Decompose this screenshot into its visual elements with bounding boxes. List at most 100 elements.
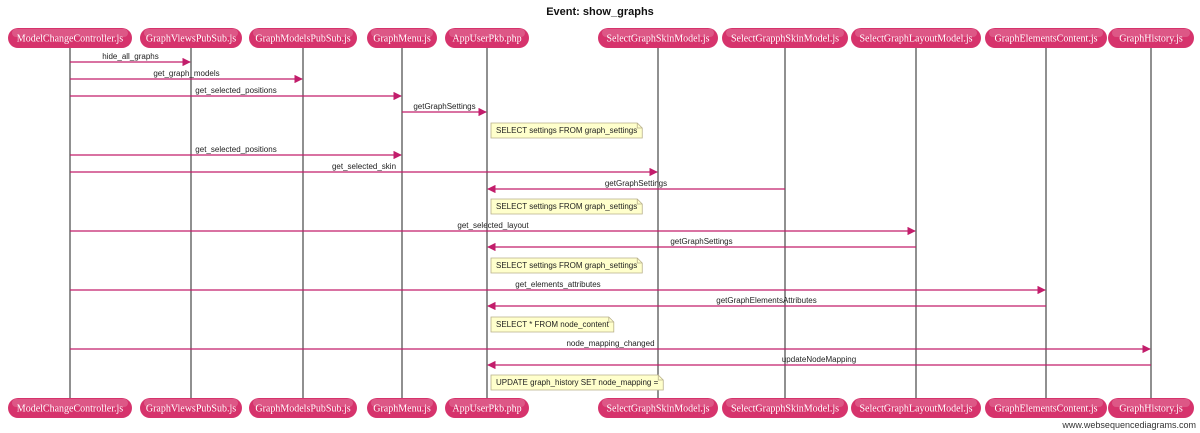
- note-label: UPDATE graph_history SET node_mapping =: [496, 378, 659, 387]
- actor-box: [445, 28, 529, 48]
- message-13: get_elements_attributes: [70, 280, 1046, 295]
- note-label: SELECT settings FROM graph_settings: [496, 261, 637, 270]
- actor-gmp-bottom: GraphModelsPubSub.js: [249, 398, 357, 418]
- actor-box: [598, 28, 718, 48]
- message-label: get_elements_attributes: [515, 280, 600, 289]
- message-2: get_graph_models: [70, 69, 303, 84]
- actor-gmp-top: GraphModelsPubSub.js: [249, 28, 357, 48]
- actor-box: [1108, 28, 1194, 48]
- note-18: UPDATE graph_history SET node_mapping =: [490, 374, 664, 391]
- actor-box: [851, 28, 981, 48]
- steps: hide_all_graphs get_graph_models get_selec…: [70, 52, 1151, 391]
- actor-gloss: [1112, 29, 1190, 37]
- actor-box: [367, 28, 437, 48]
- message-10: get_selected_layout: [70, 221, 916, 236]
- actor-label: SelectGrapphSkinModel.js: [731, 404, 839, 415]
- actor-gec-top: GraphElementsContent.js: [985, 28, 1107, 48]
- actor-box: [445, 398, 529, 418]
- message-label: get_selected_positions: [195, 145, 276, 154]
- actor-gvp-bottom: GraphViewsPubSub.js: [140, 398, 242, 418]
- actor-label: GraphHistory.js: [1119, 34, 1183, 45]
- actor-label: GraphViewsPubSub.js: [146, 404, 236, 415]
- message-3: get_selected_positions: [70, 86, 402, 101]
- note-box: [490, 198, 643, 215]
- actor-gloss: [12, 399, 128, 407]
- actor-gloss: [12, 29, 128, 37]
- actor-box: [140, 398, 242, 418]
- actor-gloss: [144, 399, 238, 407]
- actor-box: [249, 398, 357, 418]
- message-1: hide_all_graphs: [70, 52, 191, 67]
- actor-label: GraphModelsPubSub.js: [255, 34, 350, 45]
- actor-gloss: [602, 399, 714, 407]
- actor-sgs-top: SelectGraphSkinModel.js: [598, 28, 718, 48]
- actor-box: [8, 398, 132, 418]
- message-label: get_graph_models: [153, 69, 219, 78]
- message-label: get_selected_layout: [457, 221, 529, 230]
- actor-gloss: [371, 399, 433, 407]
- note-15: SELECT * FROM node_content: [490, 316, 615, 333]
- actor-gloss: [449, 29, 525, 37]
- actor-gloss: [144, 29, 238, 37]
- message-label: get_selected_skin: [332, 162, 396, 171]
- actor-label: SelectGraphLayoutModel.js: [859, 34, 972, 45]
- actor-label: GraphHistory.js: [1119, 404, 1183, 415]
- note-box: [490, 122, 643, 139]
- message-label: getGraphElementsAttributes: [716, 296, 817, 305]
- actor-sgps-bottom: SelectGrapphSkinModel.js: [722, 398, 848, 418]
- note-fold: [636, 258, 643, 264]
- actor-box: [367, 398, 437, 418]
- actor-label: GraphElementsContent.js: [994, 404, 1097, 415]
- actor-label: SelectGraphLayoutModel.js: [859, 404, 972, 415]
- actor-label: ModelChangeController.js: [17, 34, 123, 45]
- message-label: updateNodeMapping: [782, 355, 856, 364]
- actor-gvp-top: GraphViewsPubSub.js: [140, 28, 242, 48]
- note-label: SELECT * FROM node_content: [496, 320, 610, 329]
- actor-gloss: [726, 29, 844, 37]
- message-label: hide_all_graphs: [102, 52, 159, 61]
- message-7: get_selected_skin: [70, 162, 658, 177]
- actor-label: SelectGraphSkinModel.js: [606, 34, 709, 45]
- actor-box: [722, 398, 848, 418]
- message-label: getGraphSettings: [670, 237, 732, 246]
- note-fold: [608, 317, 614, 323]
- actor-box: [985, 28, 1107, 48]
- actor-gm-top: GraphMenu.js: [367, 28, 437, 48]
- actor-gloss: [989, 399, 1103, 407]
- actor-sgps-top: SelectGrapphSkinModel.js: [722, 28, 848, 48]
- actors-top: ModelChangeController.js GraphViewsPubSub…: [8, 28, 1194, 48]
- message-4: getGraphSettings: [402, 102, 487, 117]
- actor-label: GraphElementsContent.js: [994, 34, 1097, 45]
- note-box: [490, 257, 643, 274]
- message-label: node_mapping_changed: [566, 339, 654, 348]
- actor-gloss: [989, 29, 1103, 37]
- actor-box: [598, 398, 718, 418]
- note-box: [490, 374, 664, 391]
- actor-gh-top: GraphHistory.js: [1108, 28, 1194, 48]
- message-16: node_mapping_changed: [70, 339, 1151, 354]
- actor-gloss: [855, 29, 977, 37]
- lifelines: [69, 48, 1152, 398]
- message-label: get_selected_positions: [195, 86, 276, 95]
- actor-gloss: [253, 29, 353, 37]
- note-12: SELECT settings FROM graph_settings: [490, 257, 643, 274]
- actor-gloss: [1112, 399, 1190, 407]
- actor-aup-top: AppUserPkb.php: [445, 28, 529, 48]
- actor-label: GraphModelsPubSub.js: [255, 404, 350, 415]
- note-label: SELECT settings FROM graph_settings: [496, 126, 637, 135]
- message-17: updateNodeMapping: [487, 355, 1151, 370]
- actor-label: SelectGrapphSkinModel.js: [731, 34, 839, 45]
- message-label: getGraphSettings: [413, 102, 475, 111]
- actor-gloss: [371, 29, 433, 37]
- actor-sglm-top: SelectGraphLayoutModel.js: [851, 28, 981, 48]
- actor-label: AppUserPkb.php: [452, 404, 521, 415]
- actor-label: GraphViewsPubSub.js: [146, 34, 236, 45]
- actor-box: [851, 398, 981, 418]
- note-box: [490, 316, 615, 333]
- message-6: get_selected_positions: [70, 145, 402, 160]
- actor-box: [985, 398, 1107, 418]
- note-label: SELECT settings FROM graph_settings: [496, 202, 637, 211]
- note-9: SELECT settings FROM graph_settings: [490, 198, 643, 215]
